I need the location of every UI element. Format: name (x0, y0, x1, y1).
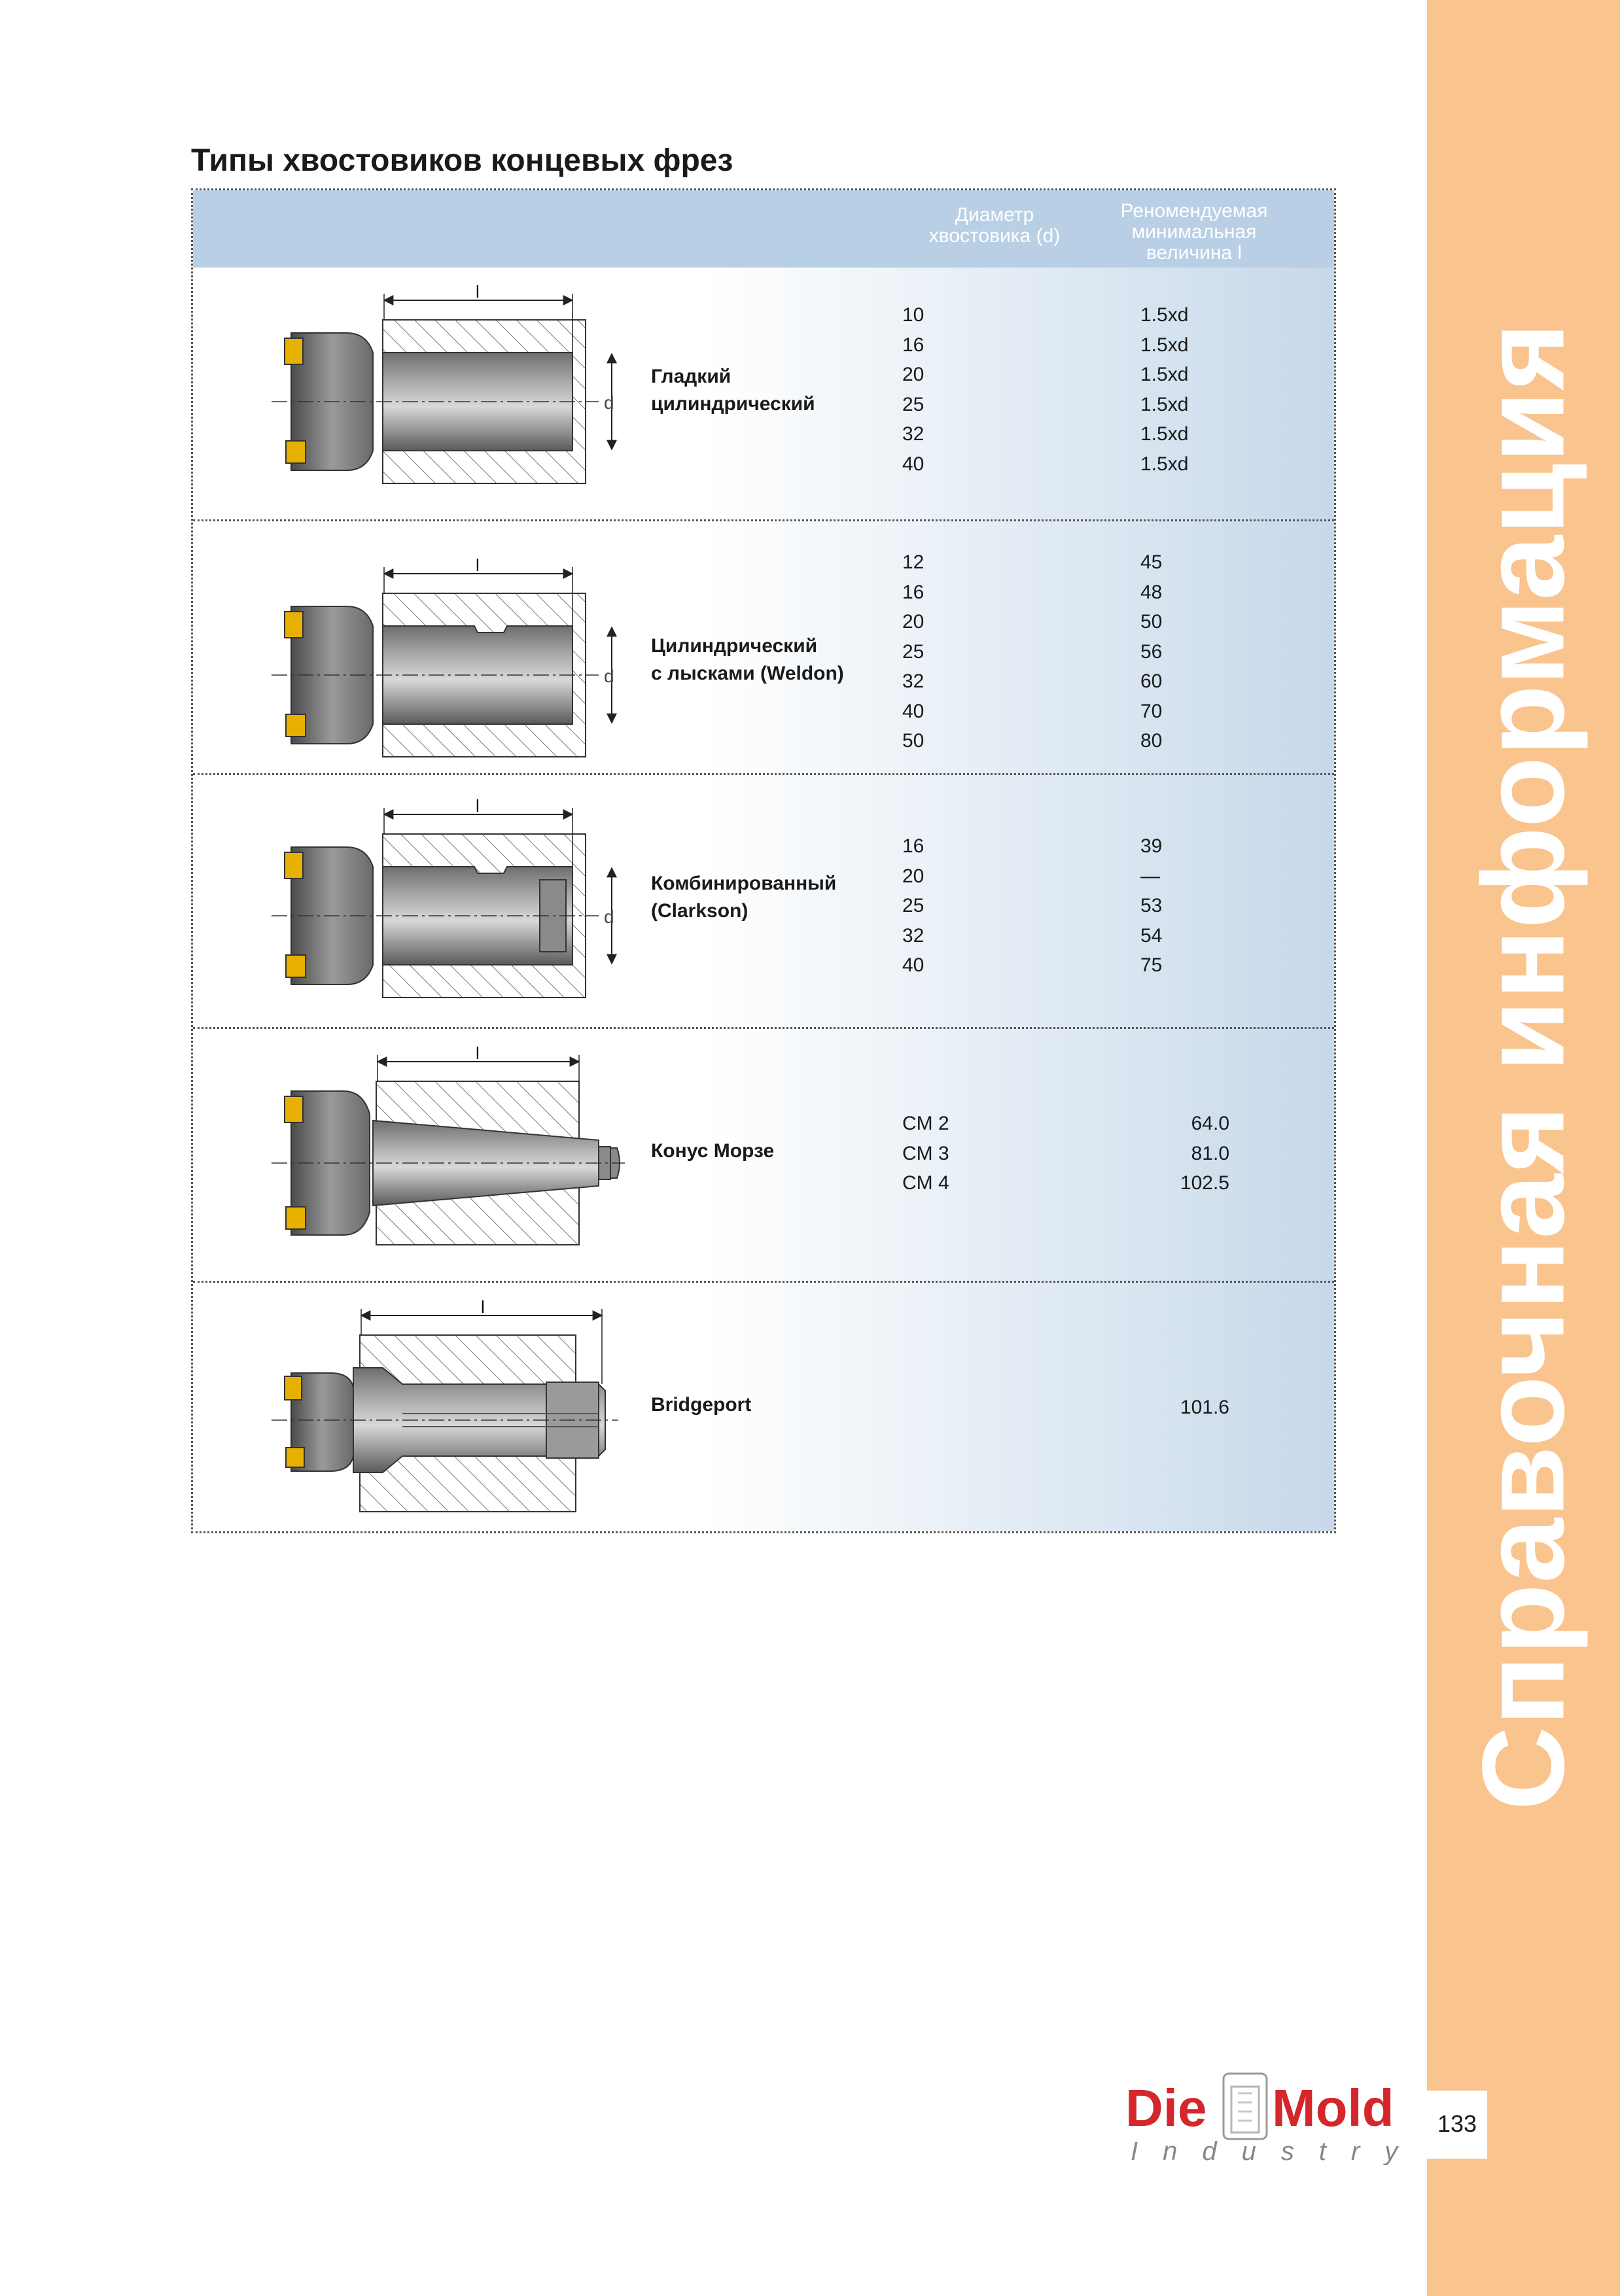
morse-taper-drawing: l (272, 1043, 625, 1245)
clarkson-shank-drawing: l d (272, 796, 617, 998)
svg-text:Die: Die (1125, 2079, 1207, 2137)
diameter-dimension-label: d (604, 666, 614, 686)
logo-emblem-icon (1222, 2072, 1268, 2140)
page-number: 133 (1437, 2110, 1477, 2137)
length-dimension-label: l (476, 796, 480, 816)
diameter-dimension-label: d (604, 392, 614, 413)
row-label: Комбинированный (Clarkson) (651, 873, 837, 922)
row-values: 101.6 (1180, 1397, 1229, 1418)
table-header: Диаметр хвостовика (d) Реномендуемая мин… (193, 190, 1334, 270)
bridgeport-shank-drawing: l (272, 1297, 618, 1512)
header-recommended-length: Реномендуемая минимальная величина l (1120, 200, 1268, 264)
diemold-logo: Die Mold Industry (1119, 2047, 1426, 2166)
header-shank-diameter: Диаметр хвостовика (d) (928, 204, 1061, 247)
page-number-box: 133 (1427, 2091, 1487, 2159)
table-row-weldon: l d Цилиндрический с лысками (Weldon) 12… (193, 521, 1334, 775)
svg-text:Industry: Industry (1131, 2137, 1422, 2165)
row-label: Bridgeport (651, 1394, 752, 1416)
page-title: Типы хвостовиков концевых фрез (191, 143, 733, 178)
length-dimension-label: l (476, 555, 480, 575)
plain-shank-drawing: l d (272, 282, 617, 484)
diameter-dimension-label: d (604, 907, 614, 927)
row-label: Цилиндрический с лысками (Weldon) (651, 635, 844, 684)
length-dimension-label: l (481, 1297, 485, 1317)
svg-text:Mold: Mold (1272, 2079, 1394, 2137)
length-dimension-label: l (476, 282, 480, 302)
row-label: Гладкий цилиндрический (651, 366, 815, 415)
sidebar-title: Справочная информация (1458, 322, 1589, 1811)
weldon-shank-drawing: l d (272, 555, 617, 757)
length-dimension-label: l (476, 1043, 480, 1063)
table-row-bridgeport: l Bridgeport 101.6 (193, 1283, 1334, 1531)
sidebar-tab (1427, 0, 1620, 2296)
shank-types-table: Диаметр хвостовика (d) Реномендуемая мин… (191, 188, 1336, 1533)
row-label: Конус Морзе (651, 1140, 775, 1162)
